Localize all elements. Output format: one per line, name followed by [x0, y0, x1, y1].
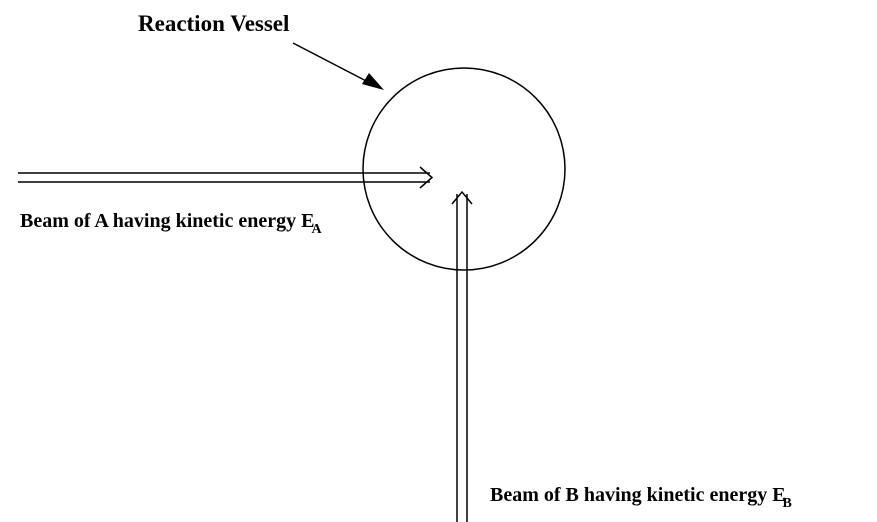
- beam-b-subscript: B: [782, 496, 792, 511]
- beam-b-arrow: [451, 190, 473, 522]
- beam-a-text: Beam of A having kinetic energy E: [20, 210, 315, 232]
- reaction-vessel-label: Reaction Vessel: [138, 11, 290, 36]
- vessel-pointer-arrow: [292, 42, 384, 90]
- beam-b-text: Beam of B having kinetic energy E: [490, 484, 786, 506]
- beam-a-subscript: A: [311, 222, 322, 237]
- beam-a-arrow: [18, 166, 434, 189]
- beam-a-label: Beam of A having kinetic energy EA: [20, 210, 325, 237]
- reaction-vessel-circle: [362, 67, 566, 271]
- beam-b-label: Beam of B having kinetic energy EB: [490, 484, 795, 511]
